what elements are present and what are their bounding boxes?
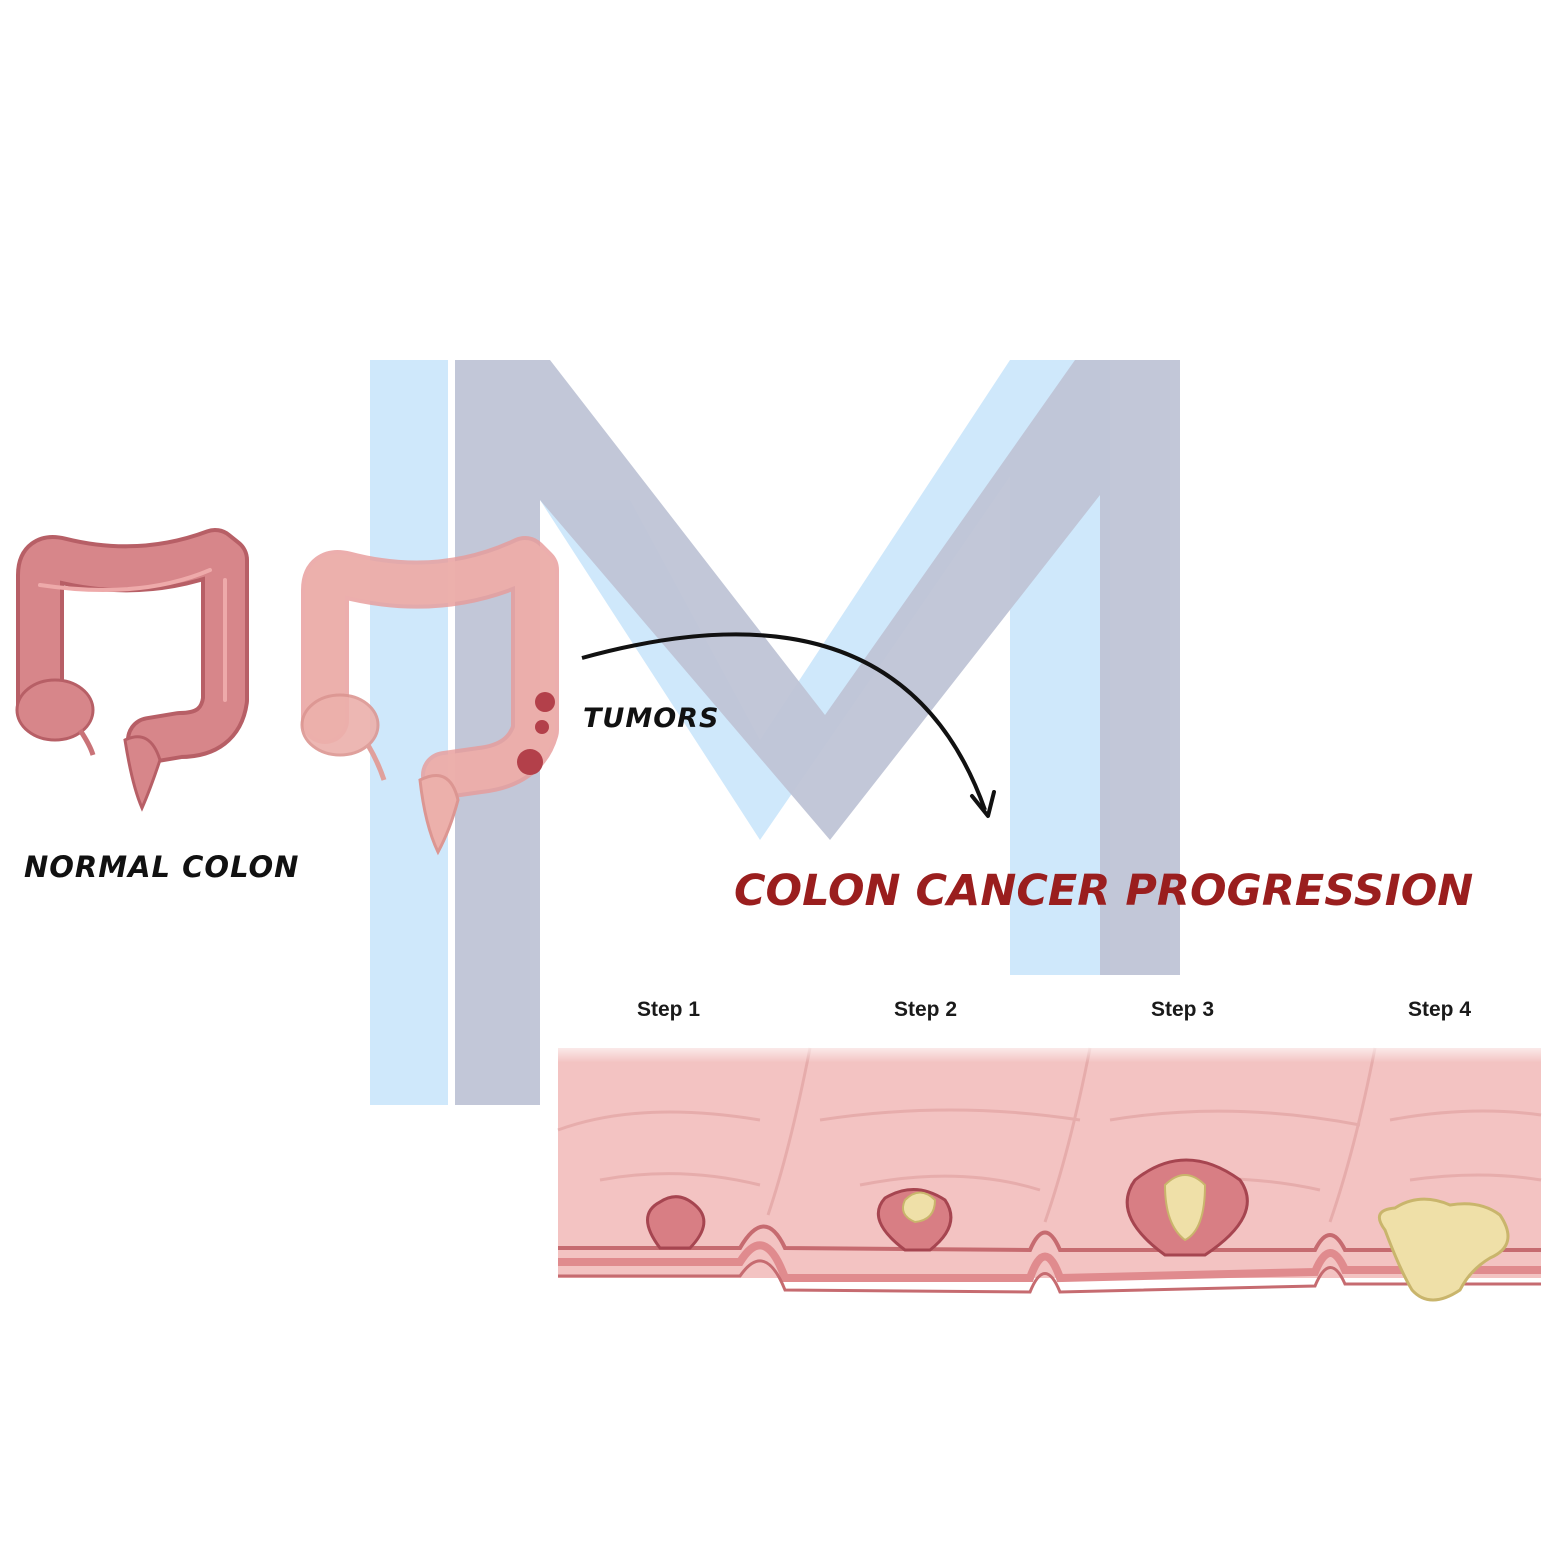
step-3-label: Step 3: [1151, 998, 1215, 1021]
normal-colon-label: NORMAL COLON: [24, 850, 300, 884]
diagram-title: COLON CANCER PROGRESSION: [734, 866, 1474, 916]
tumors-label: TUMORS: [583, 703, 720, 734]
step-4-label: Step 4: [1408, 998, 1472, 1021]
step-1-label: Step 1: [637, 998, 701, 1021]
step-2-label: Step 2: [894, 998, 958, 1021]
